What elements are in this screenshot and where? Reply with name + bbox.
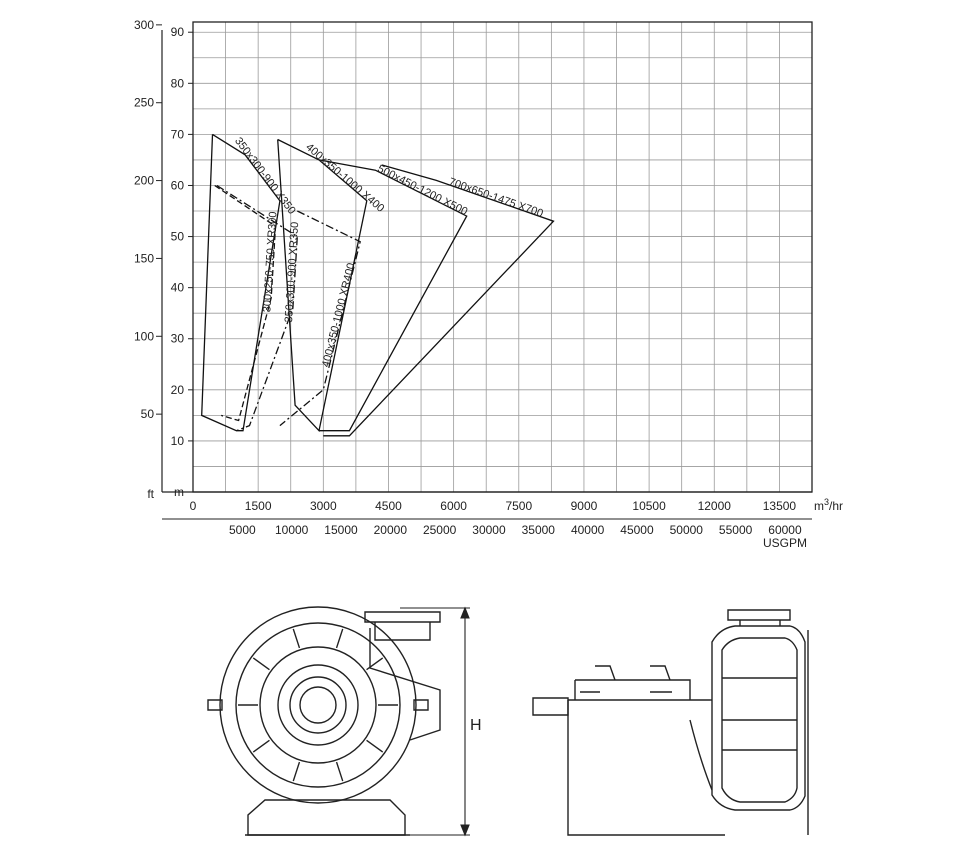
front-rib <box>366 657 384 671</box>
front-rib <box>252 739 270 753</box>
pump-front-view <box>207 606 441 836</box>
ft-tick-label: 250 <box>134 96 154 110</box>
x-tick-label: 0 <box>190 499 197 513</box>
usgpm-tick-label: 15000 <box>324 523 358 537</box>
x-tick-label: 4500 <box>375 499 402 513</box>
y-tick-label: 30 <box>171 332 185 346</box>
usgpm-tick-label: 45000 <box>620 523 654 537</box>
curve-4 <box>279 210 361 427</box>
y-tick-label: 90 <box>171 25 185 39</box>
ft-tick-label: 50 <box>141 407 155 421</box>
chart-grid <box>192 21 813 493</box>
x-tick-label: 6000 <box>440 499 467 513</box>
ft-tick-label: 300 <box>134 18 154 32</box>
curve-2 <box>216 184 298 432</box>
ft-tick-label: 150 <box>134 251 154 265</box>
x-tick-label: 10500 <box>632 499 666 513</box>
y-tick-label: 20 <box>171 383 185 397</box>
usgpm-tick-label: 35000 <box>522 523 556 537</box>
dimension-marker <box>400 606 470 837</box>
chart-axes: 10 20 30 40 50 60 70 80 90 m 50 100 150 200 250 300 ft 0 1… <box>134 18 843 550</box>
curve-1 <box>214 184 277 422</box>
usgpm-tick-label: 10000 <box>275 523 309 537</box>
x-tick-label: 1500 <box>245 499 272 513</box>
front-rib <box>335 761 344 782</box>
x-tick-label: 13500 <box>763 499 797 513</box>
usgpm-tick-label: 50000 <box>670 523 704 537</box>
y-unit-label: m <box>174 485 184 499</box>
front-rib <box>335 628 344 649</box>
y-tick-label: 40 <box>171 281 185 295</box>
usgpm-tick-label: 30000 <box>472 523 506 537</box>
usgpm-tick-label: 60000 <box>768 523 802 537</box>
front-rib <box>292 761 301 782</box>
curve-label-4: 400x350-1000 XR400 <box>320 262 358 369</box>
x-tick-label: 12000 <box>698 499 732 513</box>
front-rib <box>292 628 301 649</box>
pump-side-view <box>532 609 809 836</box>
usgpm-tick-label: 55000 <box>719 523 753 537</box>
x-tick-label: 9000 <box>571 499 598 513</box>
x-tick-label: 3000 <box>310 499 337 513</box>
ft-unit-label: ft <box>147 487 154 501</box>
usgpm-tick-label: 40000 <box>571 523 605 537</box>
front-rib <box>366 739 384 753</box>
curve-3 <box>277 138 368 433</box>
curve-0 <box>201 133 281 432</box>
pump-drawings: H <box>207 606 809 837</box>
x-unit-label: m3/hr <box>814 497 843 513</box>
usgpm-unit-label: USGPM <box>763 536 807 550</box>
y-tick-label: 80 <box>171 76 185 90</box>
curve-label-0: 350x300-900 X350 <box>232 135 298 216</box>
y-tick-label: 50 <box>171 230 185 244</box>
x-tick-label: 7500 <box>505 499 532 513</box>
curve-label-3: 400x350-1000 X400 <box>303 141 386 214</box>
front-rib <box>252 657 270 671</box>
performance-chart: 10 20 30 40 50 60 70 80 90 m 50 100 150 200 250 300 ft 0 1… <box>134 18 843 550</box>
usgpm-tick-label: 5000 <box>229 523 256 537</box>
curve-6 <box>323 164 555 437</box>
curve-label-5: 500x450-1200 X500 <box>375 163 469 218</box>
y-tick-label: 70 <box>171 127 185 141</box>
curve-5 <box>318 159 468 432</box>
y-tick-label: 60 <box>171 178 185 192</box>
ft-tick-label: 200 <box>134 174 154 188</box>
y-tick-label: 10 <box>171 434 185 448</box>
dimension-label-h: H <box>470 717 482 734</box>
usgpm-tick-label: 20000 <box>374 523 408 537</box>
ft-tick-label: 100 <box>134 329 154 343</box>
pump-curves <box>201 133 555 437</box>
usgpm-tick-label: 25000 <box>423 523 457 537</box>
